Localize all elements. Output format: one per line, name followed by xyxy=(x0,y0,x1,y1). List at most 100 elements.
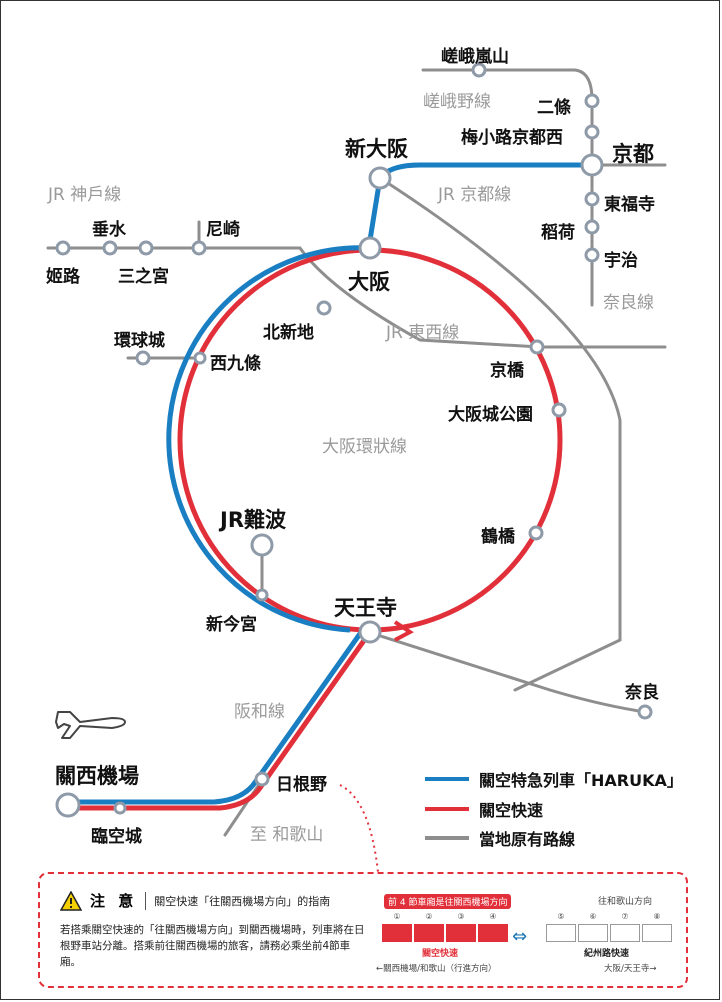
rear-cars-tag: 往和歌山方向 xyxy=(598,897,653,907)
station-label-kix: 關西機場 xyxy=(55,764,139,788)
car-3 xyxy=(446,924,476,942)
station-marker-kyobashi xyxy=(529,339,545,355)
station-marker-tennoji xyxy=(358,620,382,644)
warning-triangle-icon xyxy=(60,890,82,911)
station-marker-nara xyxy=(637,704,653,720)
legend-haruka: 關空特急列車「HARUKA」 xyxy=(425,767,683,791)
station-marker-nijo xyxy=(584,93,600,109)
station-label-shin-osaka: 新大阪 xyxy=(345,137,408,161)
nara-line-path xyxy=(366,630,647,714)
kobe-line-label: JR 神戶線 xyxy=(48,185,122,205)
kyoto-line-label: JR 京都線 xyxy=(438,185,512,205)
station-marker-nishikujo xyxy=(193,351,207,365)
station-label-saga: 嵯峨嵐山 xyxy=(441,47,509,67)
station-label-rinku: 臨空城 xyxy=(91,827,142,847)
station-marker-tofukuji xyxy=(584,191,600,207)
car-number-3: ③ xyxy=(457,912,465,921)
station-label-tennoji: 天王寺 xyxy=(334,596,397,620)
legend-label-haruka: 關空特急列車「HARUKA」 xyxy=(479,771,683,790)
station-label-nishikujo: 西九條 xyxy=(210,354,261,374)
station-marker-universal xyxy=(135,350,151,366)
station-label-universal: 環球城 xyxy=(114,331,165,351)
sagano-line-label: 嵯峨野線 xyxy=(423,92,491,112)
airplane-icon xyxy=(55,711,126,739)
station-marker-imamiya xyxy=(255,588,269,602)
station-label-kitashinchi: 北新地 xyxy=(263,323,314,343)
car-number-8: ⑧ xyxy=(653,912,661,921)
legend-rapid: 關空快速 xyxy=(425,797,543,821)
car-number-1: ① xyxy=(393,912,401,921)
car-1 xyxy=(382,924,412,942)
coupling-arrow-icon: ⇔ xyxy=(512,926,528,947)
car-number-6: ⑥ xyxy=(589,912,597,921)
car-number-7: ⑦ xyxy=(621,912,629,921)
station-label-nijo: 二條 xyxy=(537,98,571,118)
wakayama-line-path xyxy=(223,778,264,837)
car-8 xyxy=(642,924,672,942)
legend-label-rapid: 關空快速 xyxy=(479,801,544,820)
station-marker-kitashinchi xyxy=(316,300,332,316)
notice-body: 若搭乘關空快速的「往關西機場方向」到關西機場時，列車將在日根野車站分離。搭乘前往… xyxy=(60,924,365,968)
car-6 xyxy=(578,924,608,942)
station-marker-tsuruhashi xyxy=(528,525,544,541)
notice-divider xyxy=(145,891,147,910)
station-marker-tarumi xyxy=(102,240,118,256)
station-markers xyxy=(55,62,653,818)
station-marker-uji xyxy=(584,247,600,263)
hineno-callout-path xyxy=(339,784,379,873)
station-marker-kix xyxy=(55,792,81,818)
legend-swatch-haruka xyxy=(425,777,469,781)
station-marker-shin-osaka xyxy=(368,166,392,190)
direction-left: ←關西機場/和歌山（行進方向） xyxy=(376,964,497,974)
station-marker-osaka xyxy=(358,236,382,260)
kyoto-to-kansai-path xyxy=(378,176,622,692)
station-marker-kyoto xyxy=(580,153,604,177)
car-number-4: ④ xyxy=(489,912,497,921)
station-label-nara: 奈良 xyxy=(625,683,659,703)
station-label-osakajo: 大阪城公園 xyxy=(448,405,533,425)
station-label-himeji: 姬路 xyxy=(46,267,80,287)
station-marker-umekoji xyxy=(584,124,600,140)
hanwa-line-label: 阪和線 xyxy=(234,702,285,722)
front-cars-caption: 關空快速 xyxy=(422,949,459,959)
station-label-amagasaki: 尼崎 xyxy=(206,220,240,240)
train-diagram: 前 4 節車廂是往關西機場方向 往和歌山方向 ① ② ③ ④ ⇔ ⑤ ⑥ ⑦ ⑧… xyxy=(376,892,676,982)
nara-line-label: 奈良線 xyxy=(603,293,654,313)
station-marker-inari xyxy=(584,219,600,235)
notice-subtitle: 關空快速「往關西機場方向」的指南 xyxy=(154,894,331,908)
station-marker-sannomiya xyxy=(138,240,154,256)
station-label-jr-namba: JR難波 xyxy=(220,508,286,532)
station-marker-osakajo xyxy=(551,402,567,418)
car-4 xyxy=(478,924,508,942)
direction-right: 大阪/天王寺→ xyxy=(604,964,657,974)
station-marker-amagasaki xyxy=(191,240,207,256)
station-label-kyobashi: 京橋 xyxy=(490,361,524,381)
station-label-osaka: 大阪 xyxy=(348,270,390,294)
front-cars-tag: 前 4 節車廂是往關西機場方向 xyxy=(384,894,512,909)
car-2 xyxy=(414,924,444,942)
station-label-inari: 稻荷 xyxy=(541,223,575,243)
station-label-tarumi: 垂水 xyxy=(92,220,126,240)
station-label-uji: 宇治 xyxy=(604,251,638,271)
legend-label-local: 當地原有路線 xyxy=(479,830,576,849)
station-label-tofukuji: 東福寺 xyxy=(604,195,655,215)
notice-box: 注 意 關空快速「往關西機場方向」的指南 若搭乘關空快速的「往關西機場方向」到關… xyxy=(38,872,688,988)
station-marker-jr-namba xyxy=(250,533,274,557)
station-marker-saga xyxy=(471,62,487,78)
loop-direction-arrow xyxy=(393,620,414,642)
legend-local: 當地原有路線 xyxy=(425,826,575,850)
station-label-sannomiya: 三之宮 xyxy=(118,267,169,287)
station-label-umekoji: 梅小路京都西 xyxy=(461,128,563,148)
wakayama-direction-label: 至 和歌山 xyxy=(250,825,324,845)
notice-header: 注 意 關空快速「往關西機場方向」的指南 xyxy=(60,890,330,911)
tozai-line-label: JR 東西線 xyxy=(386,323,460,343)
rear-cars-caption: 紀州路快速 xyxy=(584,949,630,959)
station-marker-himeji xyxy=(55,240,71,256)
station-marker-rinku xyxy=(113,801,127,815)
station-marker-hineno xyxy=(254,771,270,787)
car-number-5: ⑤ xyxy=(557,912,565,921)
car-number-2: ② xyxy=(425,912,433,921)
car-7 xyxy=(610,924,640,942)
